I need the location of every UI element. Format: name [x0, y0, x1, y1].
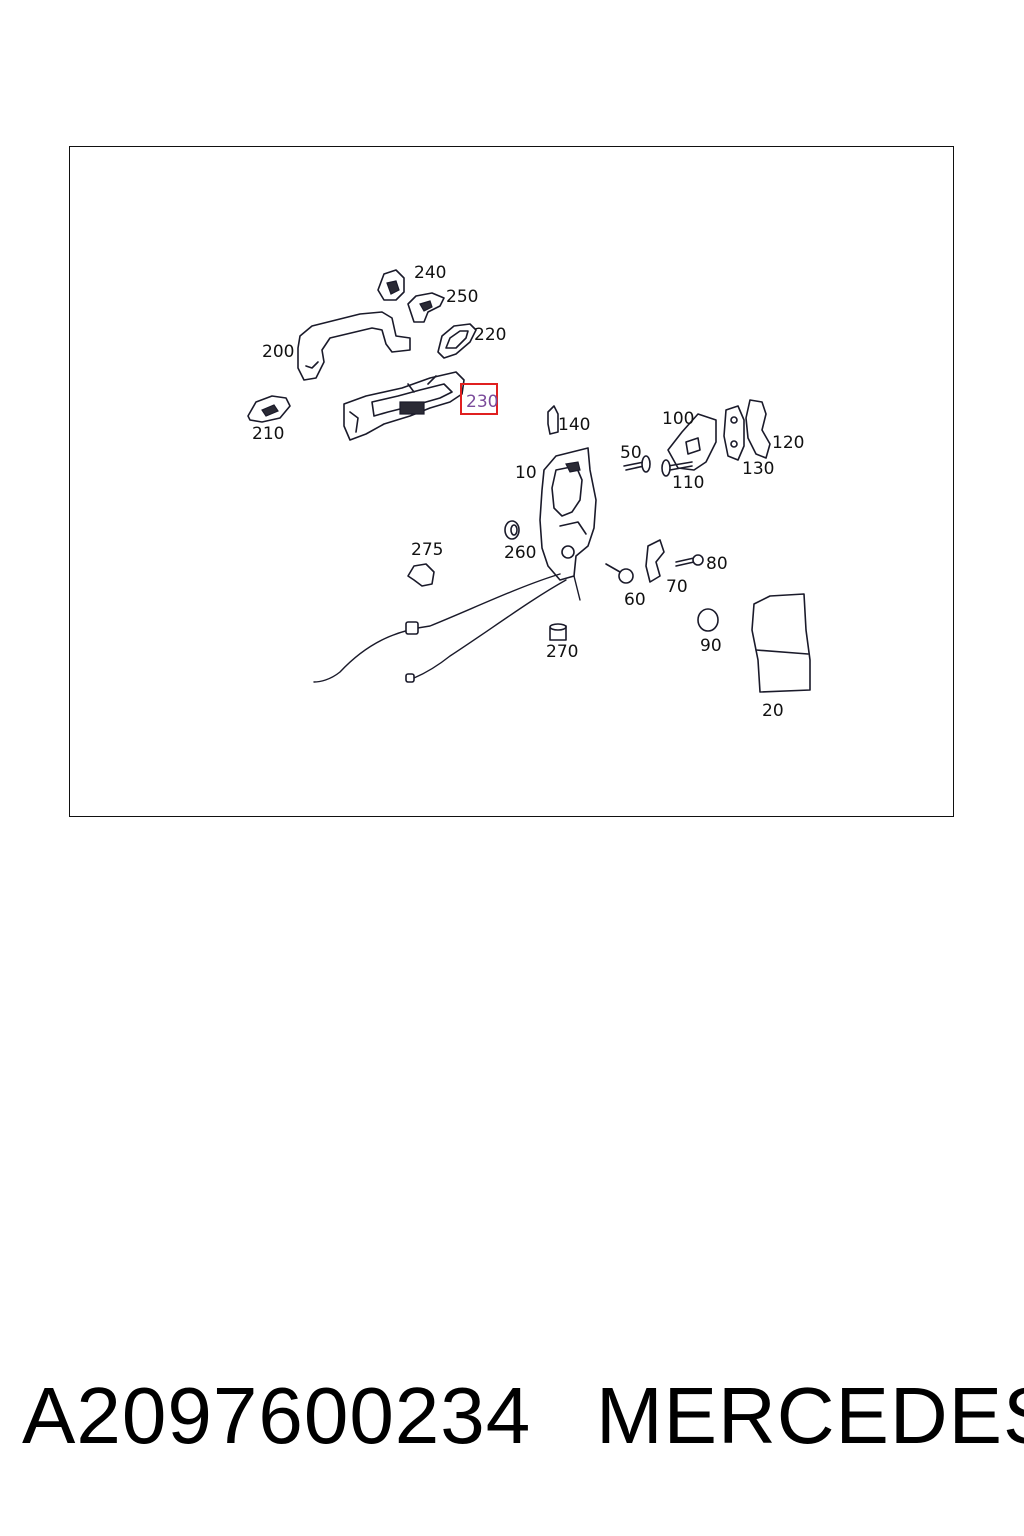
- part-number: A2097600234: [22, 1371, 532, 1460]
- part-210[interactable]: [247, 395, 291, 423]
- callout-240: 240: [414, 263, 446, 283]
- callout-200: 200: [262, 342, 294, 362]
- part-250[interactable]: [407, 292, 445, 323]
- callout-140: 140: [558, 415, 590, 435]
- part-220[interactable]: [437, 323, 477, 359]
- highlight-box-230: [460, 383, 498, 415]
- callout-250: 250: [446, 287, 478, 307]
- part-260[interactable]: [504, 520, 520, 540]
- part-100[interactable]: [667, 413, 717, 471]
- callout-10: 10: [515, 463, 537, 483]
- part-60[interactable]: [605, 563, 634, 584]
- callout-100: 100: [662, 409, 694, 429]
- callout-260: 260: [504, 543, 536, 563]
- part-275[interactable]: [407, 563, 435, 587]
- bowden-cables: [313, 573, 581, 683]
- part-240[interactable]: [377, 269, 405, 301]
- part-140[interactable]: [547, 405, 559, 435]
- callout-70: 70: [666, 577, 688, 597]
- callout-220: 220: [474, 325, 506, 345]
- callout-110: 110: [672, 473, 704, 493]
- part-20[interactable]: [751, 593, 811, 693]
- callout-210: 210: [252, 424, 284, 444]
- part-90[interactable]: [697, 608, 719, 632]
- diagram-frame: [69, 146, 954, 817]
- callout-20: 20: [762, 701, 784, 721]
- part-70[interactable]: [645, 539, 665, 583]
- callout-130: 130: [742, 459, 774, 479]
- part-80[interactable]: [675, 554, 704, 567]
- callout-275: 275: [411, 540, 443, 560]
- callout-80: 80: [706, 554, 728, 574]
- part-270[interactable]: [549, 623, 567, 641]
- callout-270: 270: [546, 642, 578, 662]
- callout-60: 60: [624, 590, 646, 610]
- part-130[interactable]: [723, 405, 745, 461]
- part-50[interactable]: [623, 455, 651, 473]
- callout-120: 120: [772, 433, 804, 453]
- callout-230[interactable]: 230: [466, 392, 498, 412]
- callout-90: 90: [700, 636, 722, 656]
- part-120[interactable]: [745, 399, 771, 459]
- part-110[interactable]: [661, 459, 693, 477]
- part-230[interactable]: [343, 371, 465, 441]
- brand-name: MERCEDES: [596, 1371, 1024, 1460]
- callout-50: 50: [620, 443, 642, 463]
- part-10[interactable]: [539, 447, 597, 581]
- part-200[interactable]: [297, 311, 411, 381]
